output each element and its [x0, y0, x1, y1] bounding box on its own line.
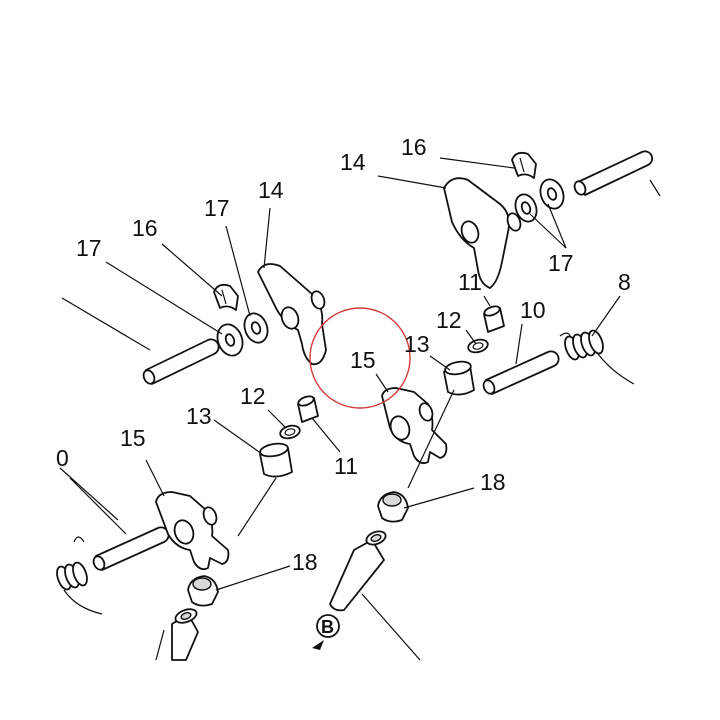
valve-cap-left	[297, 395, 319, 423]
callout-11-top: 11	[458, 269, 482, 295]
rocker-shaft-left	[61, 297, 220, 385]
callout-14-top: 14	[340, 149, 366, 175]
callout-12-top: 12	[436, 307, 462, 333]
rocker-arm-assembly-left	[61, 263, 327, 385]
callout-17-left-a: 17	[76, 235, 102, 261]
thrust-washer-left-a	[216, 323, 244, 357]
rocker-shaft-top	[573, 150, 661, 197]
callout-11-left: 11	[334, 453, 358, 479]
torsion-spring-lower-left	[56, 536, 103, 615]
callout-15-center: 15	[350, 347, 376, 373]
view-marker-b: B	[312, 614, 340, 650]
rocker-arm-left	[257, 263, 327, 366]
leader-lines	[69, 157, 621, 661]
valve-guide-left	[155, 608, 199, 661]
callout-18-right: 18	[480, 469, 506, 495]
spring-clip-top	[511, 151, 537, 179]
valve-seal-right	[377, 491, 409, 523]
callout-13-right: 13	[404, 331, 430, 357]
callout-18-left: 18	[292, 549, 318, 575]
valve-cap-top	[483, 305, 505, 333]
spring-clip-left	[213, 283, 239, 311]
rocker-lever-lower-left	[155, 491, 230, 571]
adjuster-cap-right	[443, 360, 475, 396]
callout-12-left: 12	[240, 383, 266, 409]
callout-17-left-b: 17	[204, 195, 230, 221]
adjuster-cap-left	[259, 442, 293, 478]
callout-8: 8	[618, 269, 631, 295]
valve-guide-right	[329, 530, 387, 612]
view-marker-label: B	[321, 617, 334, 637]
valve-seal-left	[187, 575, 219, 607]
callout-16-left: 16	[132, 215, 158, 241]
callout-14-left: 14	[258, 177, 284, 203]
callout-17-right: 17	[548, 250, 574, 276]
callout-15-left: 15	[120, 425, 146, 451]
callout-labels: 16 14 17 17 16 17 14 11 12 10 8 13 15 12…	[56, 134, 631, 575]
callout-10-right: 10	[520, 297, 546, 323]
highlight-circle	[309, 307, 411, 409]
rocker-shaft-right	[482, 350, 560, 395]
callout-13-left: 13	[186, 403, 212, 429]
callout-16-top: 16	[401, 134, 427, 160]
thrust-washer-top-a	[539, 178, 565, 210]
rocker-lever-center	[381, 387, 448, 465]
callout-10-left-partial: 0	[56, 445, 69, 471]
cotter-left	[279, 424, 301, 440]
thrust-washer-left-b	[243, 312, 269, 344]
rocker-arm-top	[443, 177, 522, 289]
cotter-right	[467, 338, 489, 354]
torsion-spring-right	[559, 329, 635, 385]
